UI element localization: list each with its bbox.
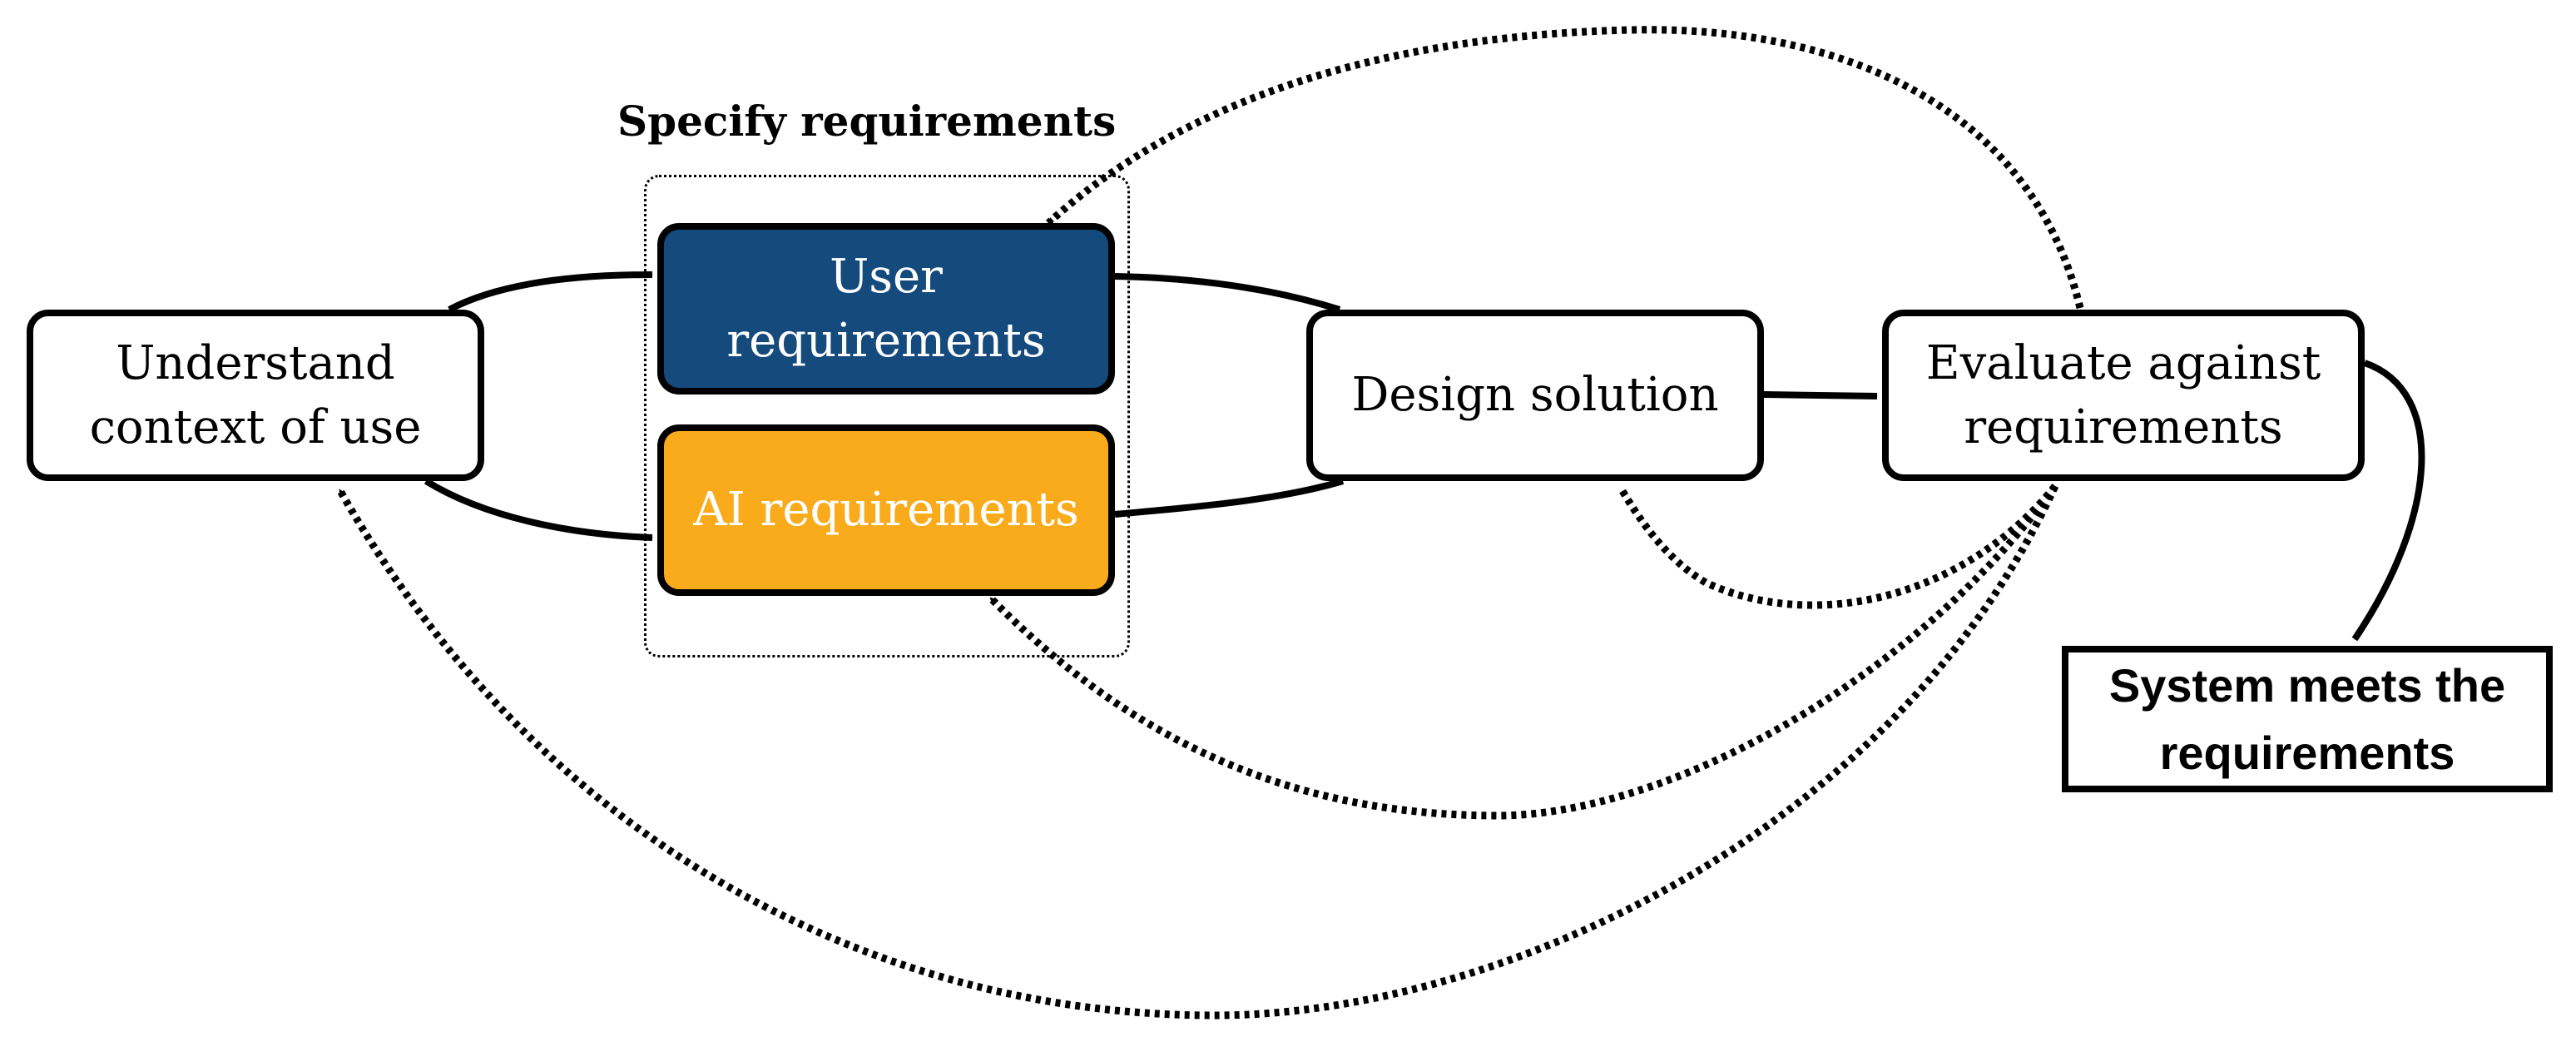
node-user-requirements: User requirements [657, 223, 1115, 394]
edge-understand-to-ai_req [424, 478, 653, 541]
node-understand-context: Understand context of use [27, 310, 484, 481]
edge-evaluate-to-understand [336, 484, 2059, 1020]
node-evaluate-requirements: Evaluate against requirements [1882, 310, 2365, 481]
edge-evaluate-to-meets [2351, 360, 2425, 642]
edge-evaluate-to-ai_req [987, 484, 2058, 820]
node-system-meets-requirements: System meets the requirements [2062, 646, 2553, 792]
edge-ai_req-to-design [1114, 478, 1345, 518]
edge-evaluate-to-user_req [1045, 26, 2084, 310]
edge-design-to-evaluate [1763, 391, 1878, 399]
node-design-solution: Design solution [1306, 310, 1764, 481]
group-title: Specify requirements [617, 97, 1117, 146]
edge-user_req-to-design [1114, 273, 1341, 313]
specify-requirements-group [644, 175, 1130, 657]
edge-understand-to-user_req [448, 271, 653, 313]
edge-evaluate-to-design [1619, 484, 2058, 609]
node-ai-requirements: AI requirements [657, 424, 1115, 596]
